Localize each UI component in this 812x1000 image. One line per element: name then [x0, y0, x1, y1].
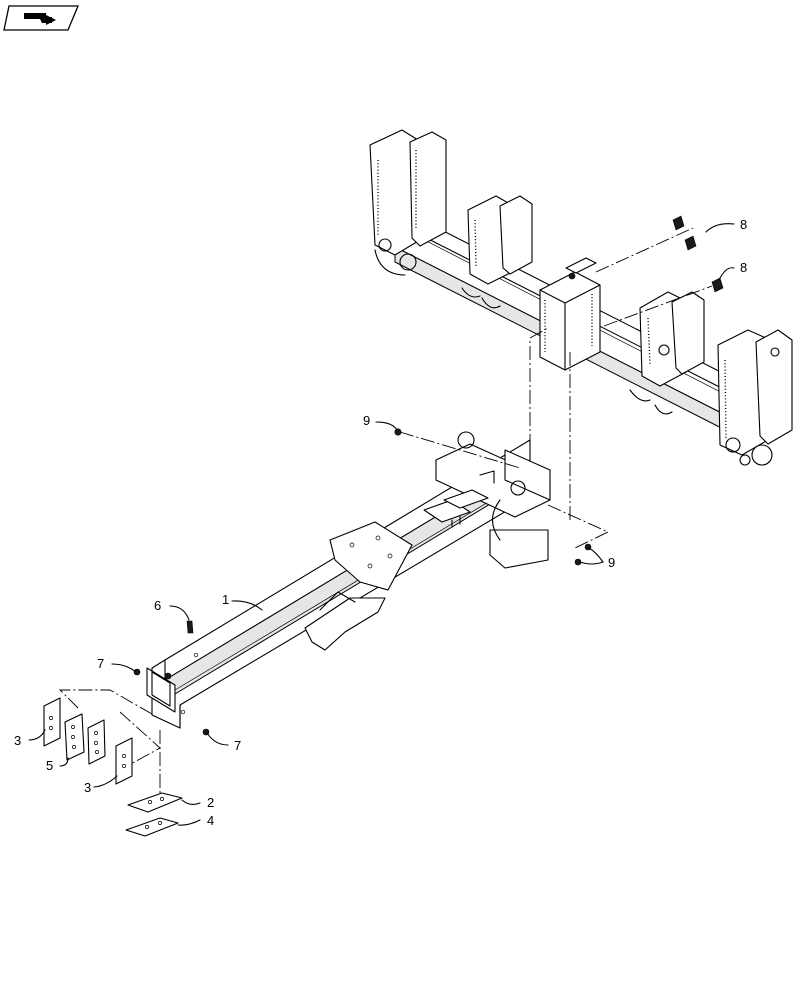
callout-3-lower: 3: [84, 780, 91, 795]
toolbar-frame: [369, 129, 793, 466]
assembly-centerlines: [58, 227, 713, 800]
plate-5-left: [64, 713, 85, 761]
bolt-8-lower: [711, 277, 724, 293]
callout-9-upper: 9: [363, 413, 370, 428]
bolt-8-upper-b: [684, 235, 697, 251]
callout-4: 4: [207, 813, 214, 828]
plate-3-lower: [115, 737, 133, 785]
callout-3-upper: 3: [14, 733, 21, 748]
callout-8-lower: 8: [740, 260, 747, 275]
callout-5: 5: [46, 758, 53, 773]
plate-4: [125, 817, 179, 837]
callout-7-lower: 7: [234, 738, 241, 753]
callout-9-lower: 9: [608, 555, 615, 570]
rear-mount-bracket: [423, 431, 551, 569]
plate-2: [127, 792, 183, 813]
nut-7-upper: [133, 668, 141, 676]
plate-3-upper: [43, 697, 61, 747]
callout-1: 1: [222, 592, 229, 607]
plate-5-right: [87, 719, 106, 765]
bolt-6: [186, 620, 194, 634]
callout-7-upper: 7: [97, 656, 104, 671]
callout-6: 6: [154, 598, 161, 613]
leader-lines: [28, 223, 735, 826]
callout-2: 2: [207, 795, 214, 810]
callout-8-upper: 8: [740, 217, 747, 232]
nut-9-upper: [394, 428, 402, 436]
hitch-plate: [304, 521, 413, 651]
book-page-icon[interactable]: [3, 5, 79, 31]
bolt-8-upper-a: [672, 215, 685, 231]
